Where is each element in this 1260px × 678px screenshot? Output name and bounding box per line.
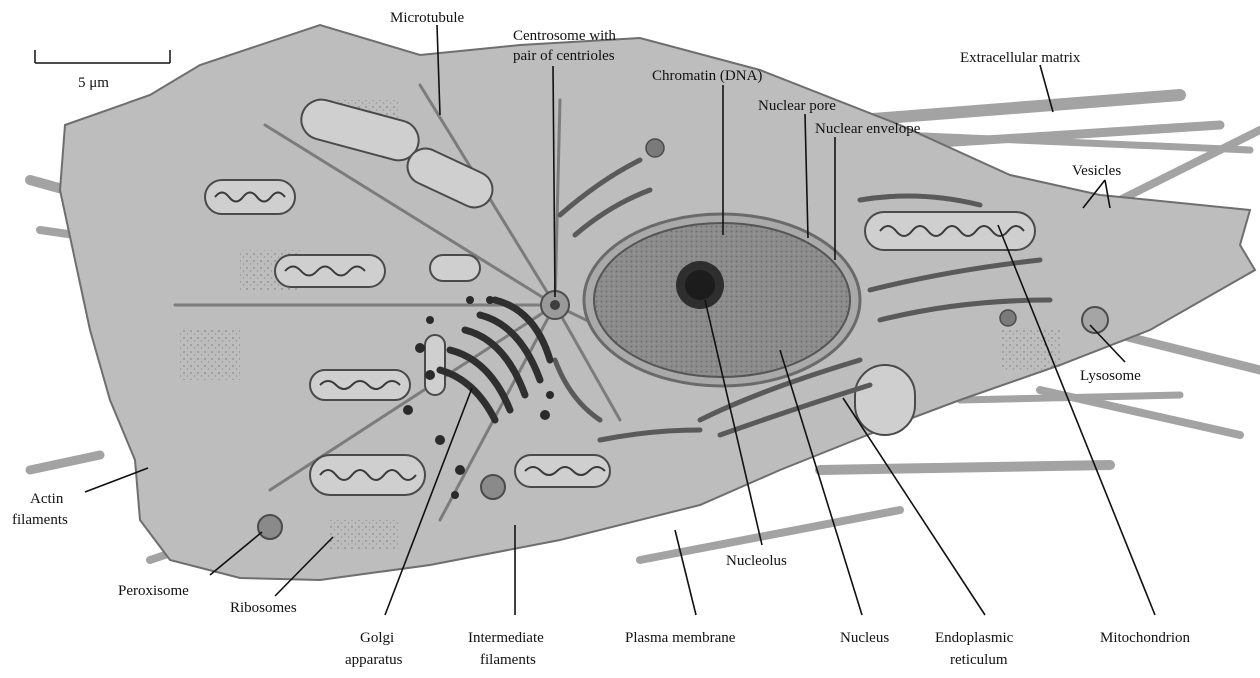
label-er-line1: Endoplasmic (935, 630, 1014, 646)
label-er-line2: reticulum (950, 652, 1008, 668)
scale-bar (35, 50, 170, 63)
vesicle-2 (646, 139, 664, 157)
label-lysosome: Lysosome (1080, 368, 1141, 384)
label-centrosome-line2: pair of centrioles (513, 48, 615, 64)
label-nucleolus: Nucleolus (726, 553, 787, 569)
label-plasma-membrane: Plasma membrane (625, 630, 736, 646)
label-extracellular-matrix: Extracellular matrix (960, 50, 1081, 66)
label-nucleus: Nucleus (840, 630, 889, 646)
label-peroxisome: Peroxisome (118, 583, 189, 599)
peroxisome-2 (481, 475, 505, 499)
label-chromatin: Chromatin (DNA) (652, 68, 762, 84)
vesicle (1000, 310, 1016, 326)
label-actin-line1: Actin (30, 491, 64, 507)
label-nuclear-pore: Nuclear pore (758, 98, 836, 114)
peroxisome (258, 515, 282, 539)
label-golgi-line2: apparatus (345, 652, 403, 668)
nucleus (584, 214, 860, 386)
label-golgi-line1: Golgi (360, 630, 394, 646)
label-actin-line2: filaments (12, 512, 68, 528)
scale-bar-label: 5 μm (78, 75, 109, 91)
label-mitochondrion: Mitochondrion (1100, 630, 1190, 646)
lysosome (1082, 307, 1108, 333)
label-vesicles: Vesicles (1072, 163, 1121, 179)
label-centrosome-line1: Centrosome with (513, 28, 616, 44)
label-ribosomes: Ribosomes (230, 600, 297, 616)
label-nuclear-envelope: Nuclear envelope (815, 121, 921, 137)
label-intermediate-line2: filaments (480, 652, 536, 668)
label-microtubule: Microtubule (390, 10, 464, 26)
label-intermediate-line1: Intermediate (468, 630, 544, 646)
